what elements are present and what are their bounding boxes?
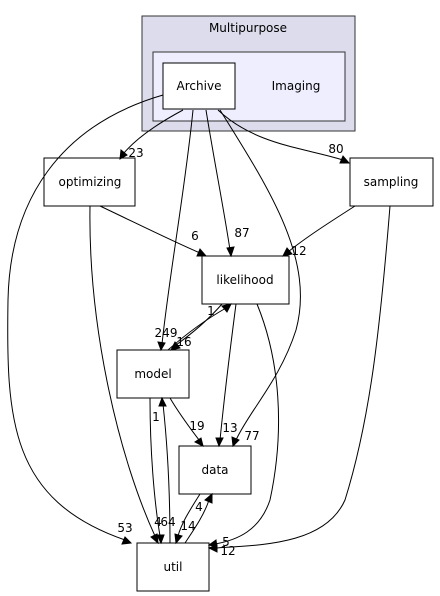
edge-archive-likelihood-label: 87 xyxy=(234,226,249,240)
edge-archive-util: 53 xyxy=(7,94,164,545)
edge-optimizing-likelihood-label: 6 xyxy=(191,229,199,243)
edge-model-likelihood: 1 xyxy=(167,303,232,351)
edge-model-likelihood-label: 1 xyxy=(207,304,215,318)
node-likelihood-label: likelihood xyxy=(216,273,273,287)
edge-util-data-label: 4 xyxy=(195,500,203,514)
edge-data-util-label: 14 xyxy=(180,519,195,533)
node-optimizing-label: optimizing xyxy=(59,175,122,189)
edge-model-util: 64 xyxy=(149,397,176,545)
node-util[interactable]: util xyxy=(136,542,210,592)
node-util-label: util xyxy=(164,560,183,574)
node-util-box[interactable] xyxy=(136,542,210,592)
edge-archive-optimizing: 23 xyxy=(119,109,184,160)
edge-likelihood-model: 16 xyxy=(170,303,223,351)
edge-data-util: 14 xyxy=(174,493,201,545)
node-optimizing[interactable]: optimizing xyxy=(43,157,136,207)
edge-sampling-likelihood-label: 12 xyxy=(291,244,306,258)
node-sampling[interactable]: sampling xyxy=(349,157,434,207)
edge-model-util-label: 64 xyxy=(160,515,175,529)
edge-archive-data-label: 77 xyxy=(244,429,259,443)
edge-util-model-label: 1 xyxy=(152,410,160,424)
edge-archive-likelihood: 87 xyxy=(205,109,250,258)
node-data-box[interactable] xyxy=(178,445,252,495)
node-optimizing-box[interactable] xyxy=(43,157,136,207)
node-data[interactable]: data xyxy=(178,445,252,495)
edge-archive-model-label: 249 xyxy=(155,326,178,340)
edge-likelihood-util: 5 xyxy=(207,303,280,549)
edge-archive-model: 249 xyxy=(155,109,194,352)
edge-archive-optimizing-label: 23 xyxy=(128,146,143,160)
edge-archive-sampling: 80 xyxy=(217,109,351,164)
node-model-box[interactable] xyxy=(116,349,190,399)
edge-archive-data: 77 xyxy=(219,109,301,448)
edge-archive-util-label: 53 xyxy=(117,521,132,535)
edge-likelihood-model-label: 16 xyxy=(176,335,191,349)
edge-archive-sampling-label: 80 xyxy=(328,142,343,156)
node-model[interactable]: model xyxy=(116,349,190,399)
node-likelihood[interactable]: likelihood xyxy=(201,255,290,305)
edge-likelihood-data-label: 13 xyxy=(222,421,237,435)
edge-model-data: 19 xyxy=(169,397,205,447)
edge-sampling-likelihood: 12 xyxy=(282,205,356,258)
node-sampling-label: sampling xyxy=(364,175,419,189)
node-imaging-label[interactable]: Imaging xyxy=(272,79,321,93)
edge-model-data-label: 19 xyxy=(189,419,204,433)
edge-optimizing-likelihood: 6 xyxy=(99,205,208,257)
node-archive[interactable]: Archive xyxy=(162,62,236,110)
node-archive-box[interactable] xyxy=(162,62,236,110)
edge-likelihood-data: 13 xyxy=(215,303,238,448)
edge-util-model: 1 xyxy=(152,396,171,544)
edge-util-data: 4 xyxy=(184,492,213,544)
node-model-label: model xyxy=(134,367,171,381)
edge-sampling-util-label: 12 xyxy=(220,544,235,558)
node-sampling-box[interactable] xyxy=(349,157,434,207)
node-archive-label: Archive xyxy=(177,79,222,93)
cluster-multipurpose-label: Multipurpose xyxy=(209,21,287,35)
node-imaging[interactable]: Imaging xyxy=(272,79,321,93)
node-data-label: data xyxy=(201,463,228,477)
edge-likelihood-util-label: 5 xyxy=(222,535,230,549)
node-likelihood-box[interactable] xyxy=(201,255,290,305)
